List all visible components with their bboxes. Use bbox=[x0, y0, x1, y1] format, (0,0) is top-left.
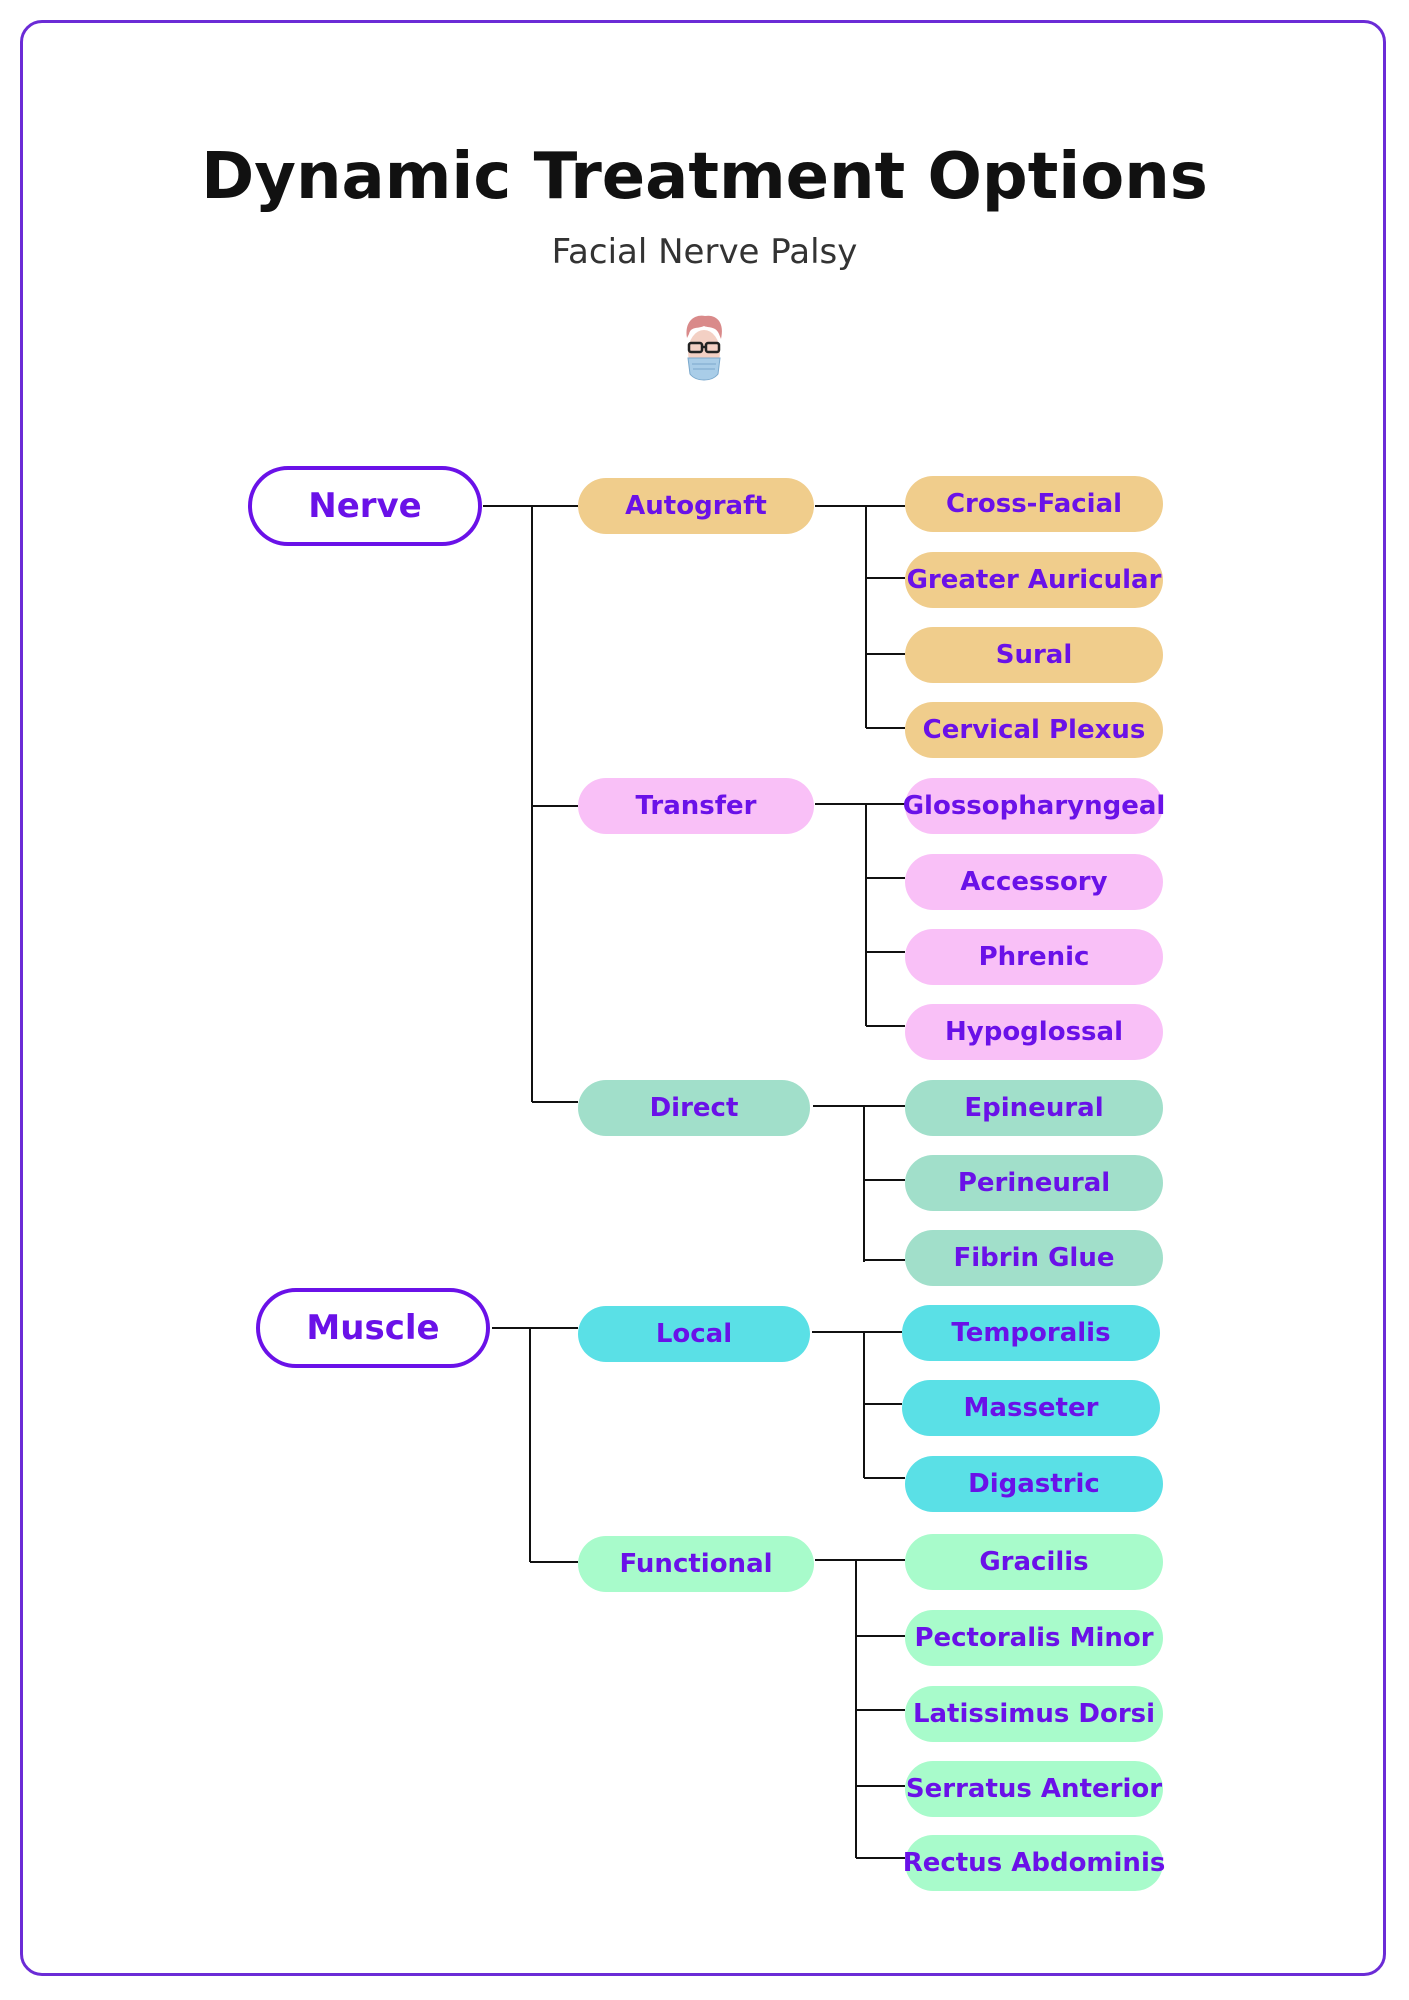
leaf-glossopharyngeal: Glossopharyngeal bbox=[903, 778, 1165, 834]
node-autograft: Autograft bbox=[578, 478, 814, 534]
leaf-accessory: Accessory bbox=[905, 854, 1163, 910]
leaf-perineural: Perineural bbox=[905, 1155, 1163, 1211]
node-transfer: Transfer bbox=[578, 778, 814, 834]
node-muscle: Muscle bbox=[256, 1288, 490, 1368]
page-frame bbox=[20, 20, 1386, 1976]
leaf-masseter: Masseter bbox=[902, 1380, 1160, 1436]
leaf-latissimus-dorsi: Latissimus Dorsi bbox=[905, 1686, 1163, 1742]
leaf-cervical-plexus: Cervical Plexus bbox=[905, 702, 1163, 758]
page-subtitle: Facial Nerve Palsy bbox=[551, 232, 858, 272]
node-functional: Functional bbox=[578, 1536, 814, 1592]
leaf-serratus-anterior: Serratus Anterior bbox=[905, 1761, 1163, 1817]
leaf-temporalis: Temporalis bbox=[902, 1305, 1160, 1361]
leaf-cross-facial: Cross-Facial bbox=[905, 476, 1163, 532]
leaf-fibrin-glue: Fibrin Glue bbox=[905, 1230, 1163, 1286]
leaf-phrenic: Phrenic bbox=[905, 929, 1163, 985]
node-direct: Direct bbox=[578, 1080, 810, 1136]
leaf-sural: Sural bbox=[905, 627, 1163, 683]
leaf-hypoglossal: Hypoglossal bbox=[905, 1004, 1163, 1060]
leaf-greater-auricular: Greater Auricular bbox=[905, 552, 1163, 608]
leaf-rectus-abdominis: Rectus Abdominis bbox=[903, 1835, 1165, 1891]
leaf-digastric: Digastric bbox=[905, 1456, 1163, 1512]
node-local: Local bbox=[578, 1306, 810, 1362]
leaf-pectoralis-minor: Pectoralis Minor bbox=[905, 1610, 1163, 1666]
leaf-epineural: Epineural bbox=[905, 1080, 1163, 1136]
page-title: Dynamic Treatment Options bbox=[201, 140, 1208, 214]
leaf-gracilis: Gracilis bbox=[905, 1534, 1163, 1590]
doctor-avatar-logo bbox=[686, 315, 722, 381]
node-nerve: Nerve bbox=[248, 466, 482, 546]
